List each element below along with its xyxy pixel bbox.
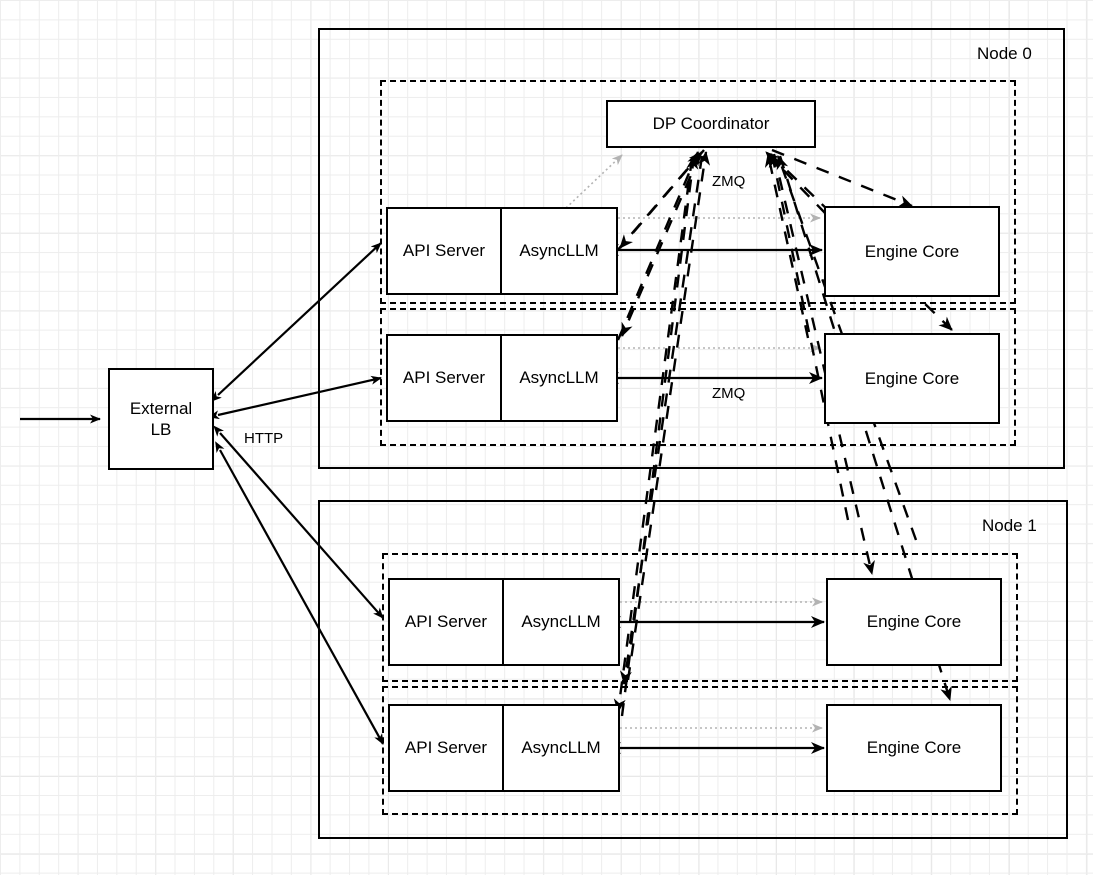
- node-1-group-0-boundary: [382, 553, 1018, 682]
- engine-core-label: Engine Core: [864, 368, 960, 388]
- asyncllm-label: AsyncLLM: [519, 241, 599, 260]
- node-0-group-1-engine-core-box[interactable]: Engine Core: [824, 333, 1000, 424]
- zmq-label-second: ZMQ: [712, 385, 746, 402]
- node-0-group-0-api-box[interactable]: API Server AsyncLLM: [386, 207, 618, 295]
- asyncllm-cell[interactable]: AsyncLLM: [502, 336, 616, 420]
- node-0-group-1-api-box[interactable]: API Server AsyncLLM: [386, 334, 618, 422]
- asyncllm-label: AsyncLLM: [519, 368, 599, 387]
- node-0-group-0-boundary: [380, 80, 1016, 304]
- external-lb-box[interactable]: External LB: [108, 368, 214, 470]
- api-server-label: API Server: [402, 241, 486, 260]
- asyncllm-label: AsyncLLM: [521, 738, 601, 757]
- zmq-label-top: ZMQ: [712, 173, 746, 190]
- api-server-cell[interactable]: API Server: [388, 209, 502, 293]
- asyncllm-cell[interactable]: AsyncLLM: [502, 209, 616, 293]
- external-lb-label-line2: LB: [150, 420, 172, 439]
- api-server-cell[interactable]: API Server: [388, 336, 502, 420]
- asyncllm-cell[interactable]: AsyncLLM: [504, 706, 618, 790]
- node-1-group-1-engine-core-box[interactable]: Engine Core: [826, 704, 1002, 792]
- http-label: HTTP: [244, 430, 284, 447]
- api-server-cell[interactable]: API Server: [390, 706, 504, 790]
- node-1-group-0-engine-core-box[interactable]: Engine Core: [826, 578, 1002, 666]
- engine-core-label: Engine Core: [864, 241, 960, 261]
- engine-core-label: Engine Core: [866, 612, 962, 632]
- node-1-label: Node 1: [982, 516, 1037, 535]
- node-1-group-1-boundary: [382, 686, 1018, 815]
- api-server-label: API Server: [402, 368, 486, 387]
- api-server-cell[interactable]: API Server: [390, 580, 504, 664]
- dp-coordinator-box[interactable]: DP Coordinator: [606, 100, 816, 148]
- node-1-group-1-api-box[interactable]: API Server AsyncLLM: [388, 704, 620, 792]
- asyncllm-label: AsyncLLM: [521, 612, 601, 631]
- node-0-label: Node 0: [977, 44, 1032, 63]
- node-1-container: [318, 500, 1068, 839]
- engine-core-label: Engine Core: [866, 738, 962, 758]
- api-server-label: API Server: [404, 612, 488, 631]
- node-0-group-1-boundary: [380, 308, 1016, 446]
- external-lb-label-line1: External: [129, 398, 193, 418]
- node-1-group-0-api-box[interactable]: API Server AsyncLLM: [388, 578, 620, 666]
- api-server-label: API Server: [404, 738, 488, 757]
- asyncllm-cell[interactable]: AsyncLLM: [504, 580, 618, 664]
- node-0-group-0-engine-core-box[interactable]: Engine Core: [824, 206, 1000, 297]
- dp-coordinator-label: DP Coordinator: [652, 114, 770, 134]
- node-0-container: [318, 28, 1065, 469]
